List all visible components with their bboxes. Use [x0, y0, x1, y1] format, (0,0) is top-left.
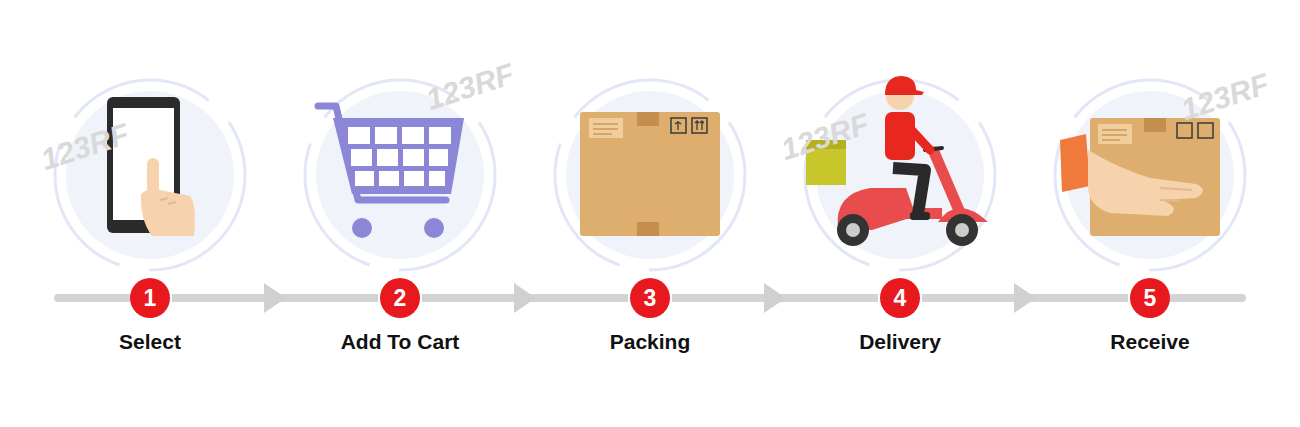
step-number: 1 [130, 278, 170, 318]
step-number: 4 [880, 278, 920, 318]
step-label: Select [119, 330, 181, 354]
step-label: Add To Cart [341, 330, 460, 354]
step-number-circle: 3Packing [630, 278, 670, 318]
step-number-circle: 5Receive [1130, 278, 1170, 318]
watermark: 123RF [37, 117, 133, 177]
receive-parcel-icon [1060, 118, 1220, 236]
icon-backgrounds [55, 80, 1245, 270]
timeline-arrow [422, 294, 628, 302]
delivery-scooter-icon [806, 76, 988, 246]
cart-icon [318, 106, 464, 238]
watermark: 123RF [777, 107, 873, 167]
step-number-circle: 2Add To Cart [380, 278, 420, 318]
step-label: Delivery [859, 330, 941, 354]
step-label: Packing [610, 330, 691, 354]
parcel-icon [580, 112, 720, 236]
step-number-circle: 1Select [130, 278, 170, 318]
timeline-arrow [172, 294, 378, 302]
step-number: 3 [630, 278, 670, 318]
step-label: Receive [1110, 330, 1189, 354]
timeline-arrow [672, 294, 878, 302]
step-number-circle: 4Delivery [880, 278, 920, 318]
watermark: 123RF [422, 57, 518, 117]
step-number: 2 [380, 278, 420, 318]
timeline-arrow [922, 294, 1128, 302]
watermark: 123RF [1177, 67, 1273, 127]
step-number: 5 [1130, 278, 1170, 318]
